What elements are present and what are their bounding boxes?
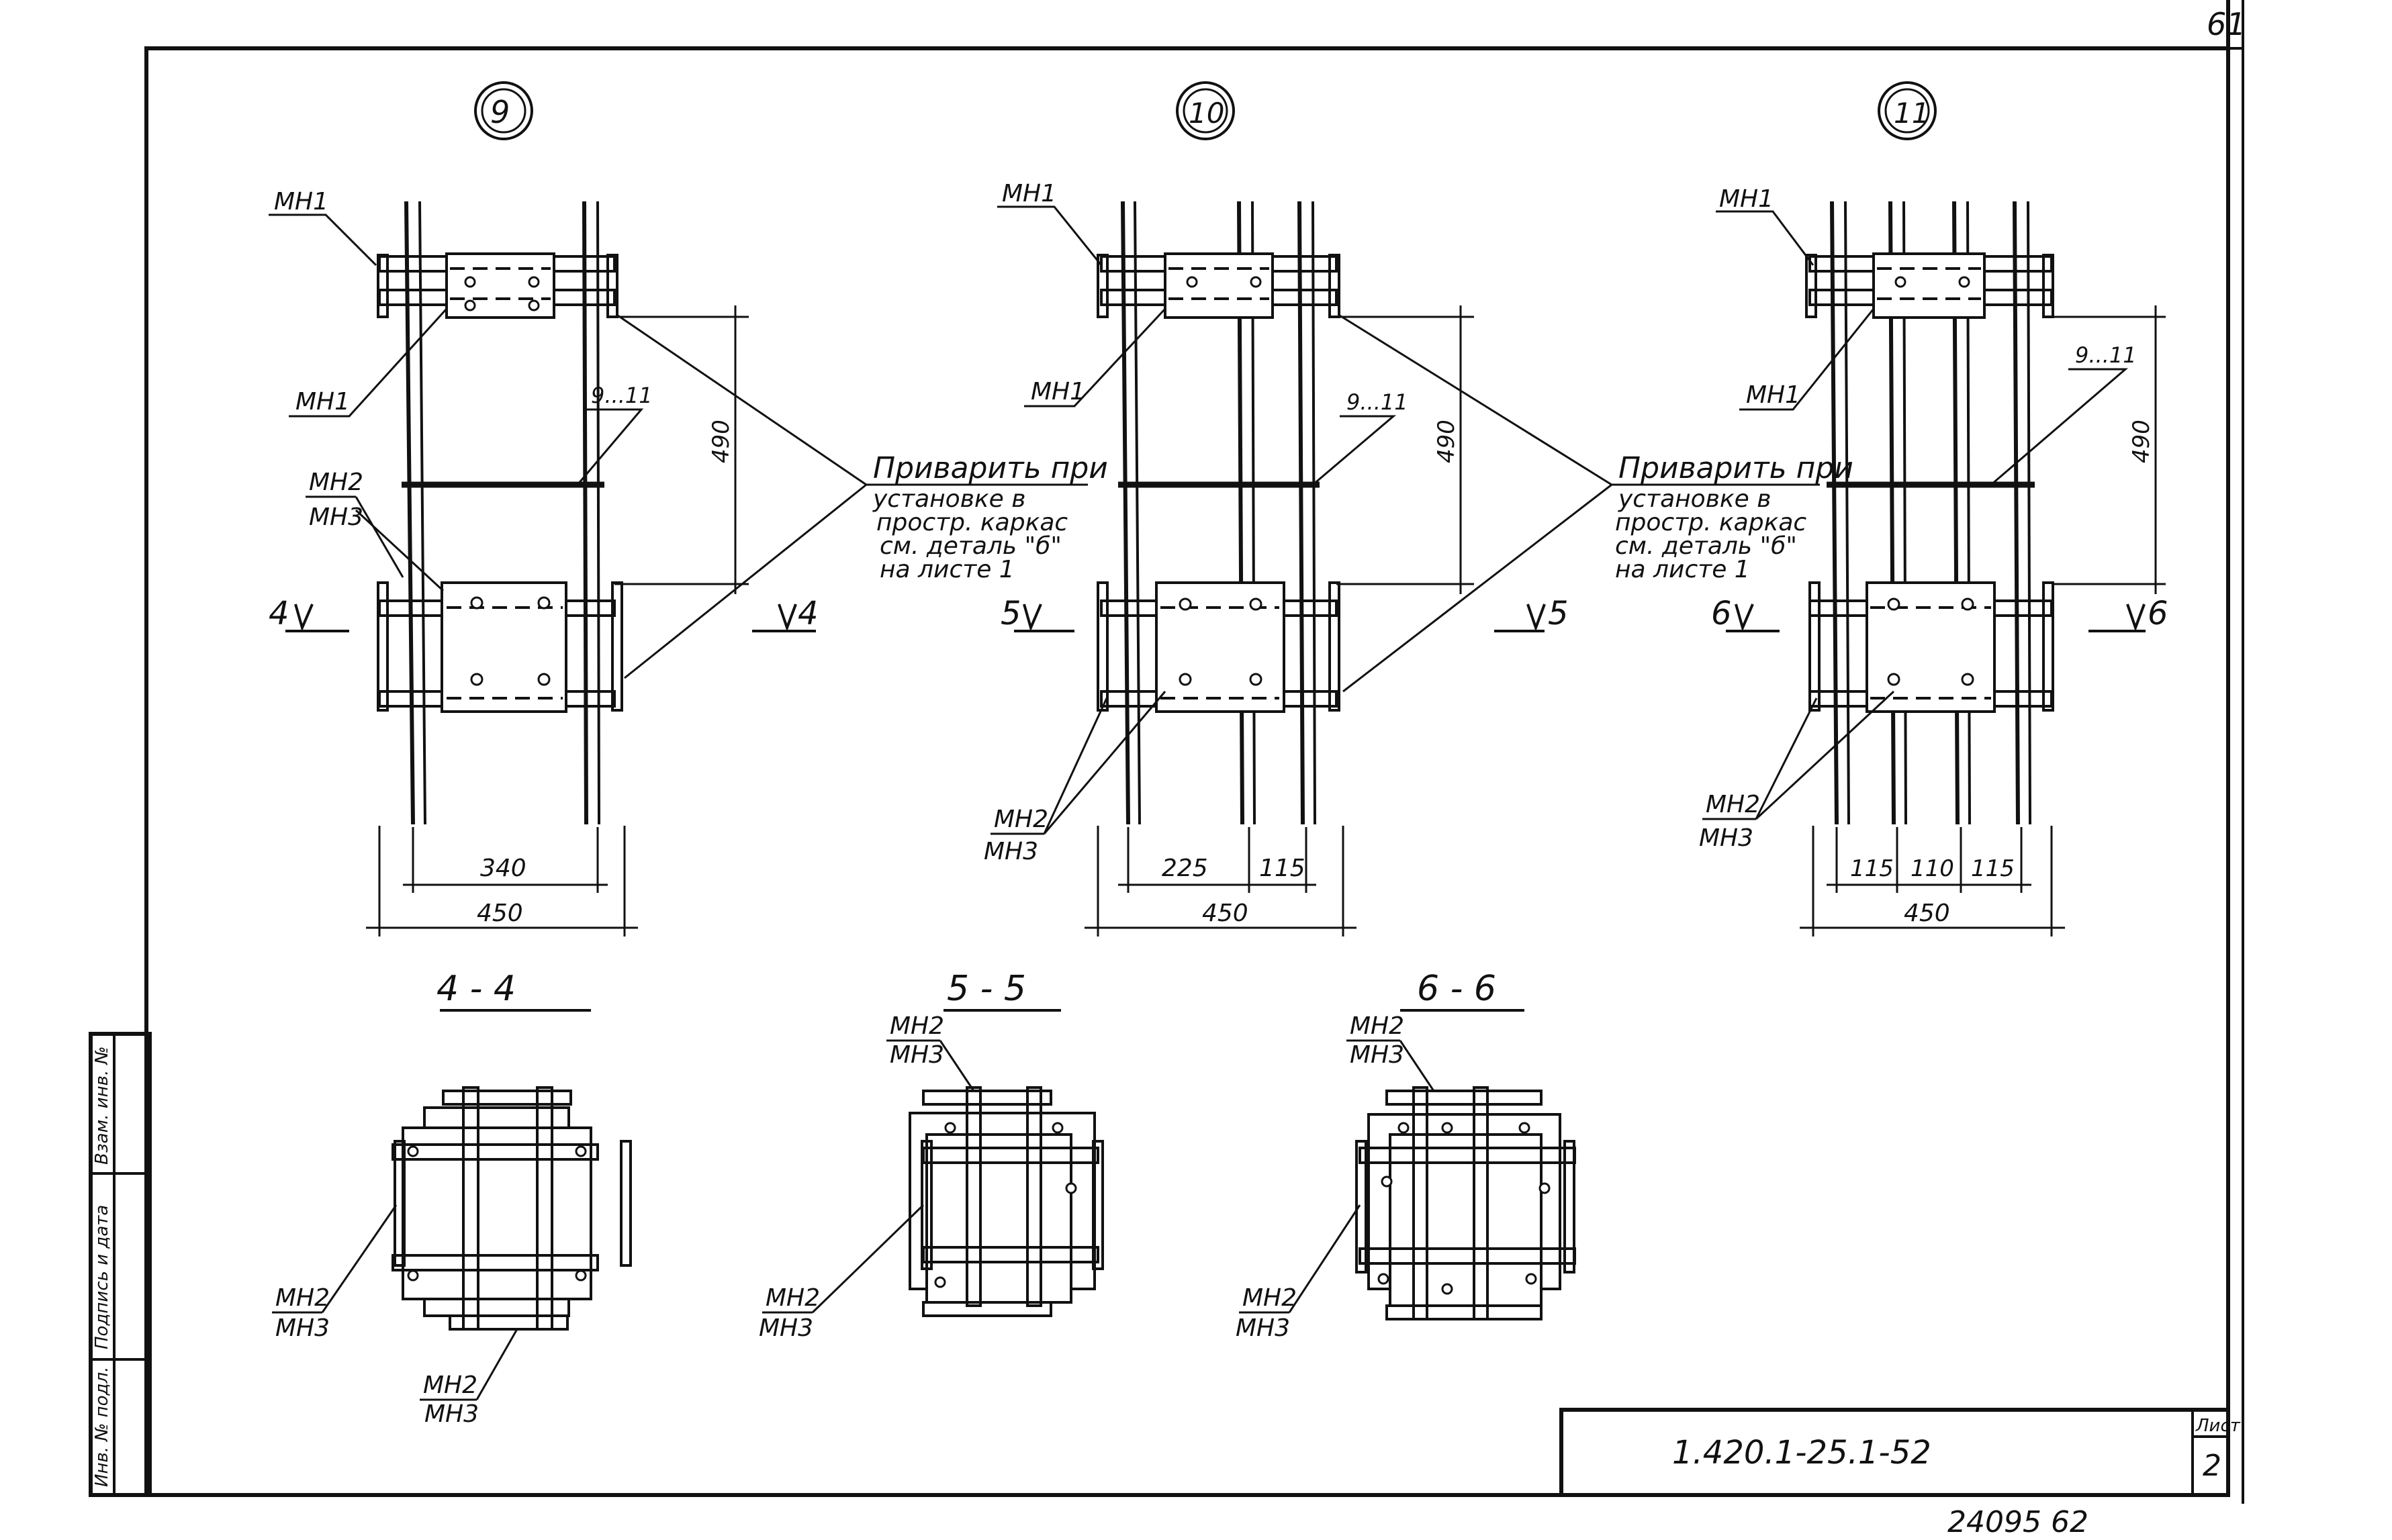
section-4-4-label-bottom-1: МН2 [423, 1371, 477, 1399]
weld-note-right-line-2: установке в [1618, 485, 1771, 513]
node-10-label-mh1-top: МН1 [1002, 180, 1056, 207]
node-11-dim-overall: 450 [1904, 900, 1950, 927]
page-corner-number: 61 [2207, 6, 2246, 42]
node-9-dim-inner-1: 340 [480, 855, 526, 882]
section-4-4: 4 - 4 МН2 МН3 МН2 МН3 [272, 969, 632, 1428]
stamp-field-signature: Подпись и дата [92, 1205, 112, 1349]
node-10: 10 МН1 МН1 9...11 МН2 МН3 [984, 81, 1569, 936]
sheet-label: Лист [2195, 1416, 2241, 1436]
node-10-section-left: 5 [1001, 595, 1021, 632]
stamp-field-inv-no: Инв. № подл. [92, 1367, 112, 1487]
node-9-label-rod: 9...11 [591, 383, 653, 408]
node-9-label-mh3: МН3 [309, 503, 363, 531]
section-5-5-label-top-1: МН2 [890, 1012, 944, 1040]
sheet-number: 2 [2203, 1449, 2221, 1483]
sheet-frame [144, 0, 2244, 1504]
weld-note-left: Приварить при установке в простр. каркас… [617, 314, 1108, 679]
section-5-5-label-left-2: МН3 [759, 1314, 813, 1342]
section-4-4-label-bottom-2: МН3 [424, 1400, 479, 1428]
node-11-number: 11 [1894, 97, 1929, 130]
node-10-dim-overall: 450 [1202, 900, 1248, 927]
section-4-4-label-left-1: МН2 [275, 1284, 330, 1312]
node-11: 11 МН1 МН1 9...11 МН2 МН3 [1699, 81, 2168, 936]
weld-note-right-line-4: см. деталь "б" [1615, 532, 1797, 560]
node-10-dim-inner-1: 225 [1162, 855, 1208, 882]
weld-note-right-line-3: простр. каркас [1615, 509, 1806, 536]
node-9: 9 МН1 МН1 9...11 МН2 [269, 81, 819, 936]
weld-note-right: Приварить при установке в простр. каркас… [1339, 314, 1853, 693]
weld-note-right-line-1: Приварить при [1618, 451, 1853, 485]
node-11-label-mh1-mid: МН1 [1746, 381, 1800, 409]
weld-note-left-line-5: на листе 1 [880, 556, 1015, 583]
node-11-label-rod: 9...11 [2075, 342, 2137, 368]
node-10-dim-inner-2: 115 [1259, 855, 1305, 882]
node-11-label-mh3: МН3 [1699, 824, 1753, 852]
node-10-number: 10 [1189, 97, 1224, 130]
node-10-dim-height: 490 [1433, 420, 1460, 463]
weld-note-left-line-2: установке в [872, 485, 1025, 513]
node-9-number: 9 [490, 94, 510, 130]
node-11-dim-inner-3: 115 [1971, 855, 2015, 882]
section-5-5-label-left-1: МН2 [766, 1284, 820, 1312]
node-9-label-mh1-top: МН1 [274, 188, 328, 215]
weld-note-left-line-1: Приварить при [873, 451, 1108, 485]
node-11-dim-inner-1: 115 [1850, 855, 1894, 882]
section-6-6-label-left-1: МН2 [1242, 1284, 1297, 1312]
section-5-5: 5 - 5 МН2 МН3 МН2 МН3 [759, 969, 1104, 1342]
node-10-label-mh2: МН2 [994, 806, 1048, 833]
title-block: 1.420.1-25.1-52 Лист 2 [1559, 1408, 2241, 1497]
document-code: 1.420.1-25.1-52 [1672, 1434, 1931, 1472]
node-11-section-right: 6 [2148, 595, 2168, 632]
node-9-dim-height: 490 [708, 420, 735, 463]
archive-number: 24095 62 [1947, 1505, 2088, 1539]
weld-note-left-line-4: см. деталь "б" [880, 532, 1062, 560]
section-6-6-title: 6 - 6 [1417, 969, 1496, 1009]
section-6-6-label-top-2: МН3 [1350, 1041, 1404, 1069]
section-6-6: 6 - 6 МН2 МН3 МН2 МН3 [1236, 969, 1576, 1342]
node-10-section-right: 5 [1548, 595, 1569, 632]
weld-note-left-line-3: простр. каркас [876, 509, 1068, 536]
section-4-4-title: 4 - 4 [436, 969, 516, 1009]
node-10-label-mh1-mid: МН1 [1031, 378, 1085, 405]
node-9-section-right: 4 [798, 595, 819, 632]
side-stamp: Инв. № подл. Подпись и дата Взам. инв. № [89, 1032, 152, 1497]
section-6-6-label-top-1: МН2 [1350, 1012, 1404, 1040]
node-11-label-mh1-top: МН1 [1719, 185, 1774, 213]
node-11-section-left: 6 [1711, 595, 1732, 632]
node-11-dim-inner-2: 110 [1911, 855, 1954, 882]
weld-note-right-line-5: на листе 1 [1615, 556, 1750, 583]
node-11-label-mh2: МН2 [1706, 791, 1760, 818]
node-10-label-mh3: МН3 [984, 838, 1038, 865]
node-9-label-mh1-mid: МН1 [295, 388, 350, 416]
node-9-section-left: 4 [269, 595, 289, 632]
node-9-label-mh2: МН2 [309, 469, 363, 496]
node-9-dim-overall: 450 [477, 900, 523, 927]
node-11-dim-height: 490 [2128, 420, 2155, 463]
section-4-4-label-left-2: МН3 [275, 1314, 330, 1342]
section-5-5-label-top-2: МН3 [890, 1041, 944, 1069]
stamp-field-replace-inv: Взам. инв. № [92, 1046, 112, 1165]
section-6-6-label-left-2: МН3 [1236, 1314, 1290, 1342]
section-5-5-title: 5 - 5 [947, 969, 1026, 1009]
node-10-label-rod: 9...11 [1346, 389, 1408, 415]
